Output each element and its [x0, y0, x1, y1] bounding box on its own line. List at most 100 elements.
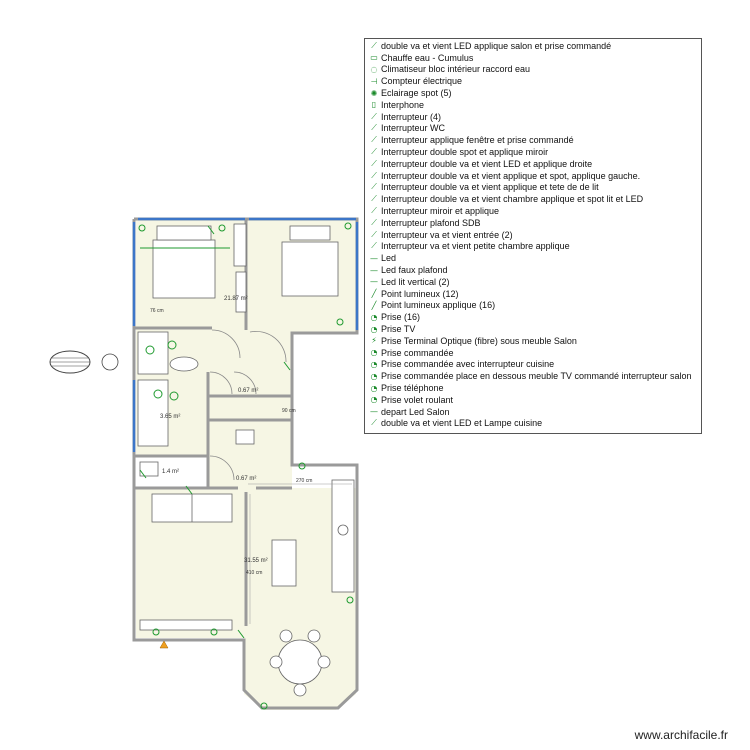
electrical-symbols [138, 222, 354, 710]
door-wc [209, 455, 235, 481]
legend-item: ◔Prise (16) [368, 311, 701, 323]
socket-symbol [336, 318, 344, 326]
boiler-icon: ▭ [370, 53, 378, 63]
bed-2 [281, 241, 339, 297]
switch-icon: ⟋ [371, 229, 377, 239]
watermark: www.archifacile.fr [634, 728, 728, 742]
legend-item: ⟋Interrupteur (4) [368, 111, 701, 123]
legend-item: ◔Prise commandée [368, 347, 701, 359]
legend: ⟋double va et vient LED applique salon e… [364, 38, 702, 434]
legend-item: ▭Chauffe eau - Cumulus [368, 52, 701, 64]
socket-symbol [298, 462, 306, 470]
light-icon: ╱ [371, 289, 377, 299]
switch-icon: ⟋ [371, 170, 377, 180]
furniture [137, 223, 355, 697]
led-icon: — [370, 265, 378, 275]
switch-symbol [237, 629, 245, 639]
legend-item: ⟋double va et vient LED applique salon e… [368, 40, 701, 52]
legend-item-label: Led [381, 253, 397, 264]
legend-item: ◔Prise téléphone [368, 382, 701, 394]
spot-symbol [169, 391, 179, 401]
legend-item: ⟋Interrupteur miroir et applique [368, 205, 701, 217]
legend-item: ⟋Interrupteur double va et vient LED et … [368, 158, 701, 170]
kitchen-counter [331, 479, 355, 593]
socket-icon: ◔ [370, 359, 378, 369]
legend-item-label: Interrupteur (4) [381, 111, 442, 122]
legend-item-label: Interrupteur va et vient petite chambre … [381, 241, 570, 252]
socket-icon: ◔ [370, 383, 378, 393]
legend-item-label: Climatiseur bloc intérieur raccord eau [381, 64, 531, 75]
legend-item-label: Interrupteur applique fenêtre et prise c… [381, 135, 574, 146]
doors [209, 329, 287, 481]
legend-item-label: Interrupteur double va et vient chambre … [381, 194, 644, 205]
legend-item-label: Prise (16) [381, 312, 421, 323]
switch-icon: ⟋ [371, 182, 377, 192]
switch-icon: ⟋ [371, 40, 377, 50]
switch-icon: ⟋ [371, 158, 377, 168]
legend-item: ⟋Interrupteur va et vient petite chambre… [368, 241, 701, 253]
switch-icon: ⟋ [371, 123, 377, 133]
area-label-bedroom1: 21.87 m² [224, 296, 248, 302]
socket-symbol [344, 222, 352, 230]
windows [132, 217, 359, 452]
legend-item-label: Interrupteur plafond SDB [381, 217, 481, 228]
aircon-indoor [101, 353, 119, 371]
legend-item: ◔Prise commandée avec interrupteur cuisi… [368, 359, 701, 371]
legend-item-label: Interrupteur double spot et applique mir… [381, 147, 549, 158]
switch-icon: ⟋ [371, 147, 377, 157]
door-bed2 [249, 331, 287, 363]
bathtub [137, 379, 169, 447]
switch-icon: ⟋ [371, 194, 377, 204]
legend-item-label: Led lit vertical (2) [381, 276, 450, 287]
legend-item-label: Interphone [381, 99, 425, 110]
legend-item-label: Prise Terminal Optique (fibre) sous meub… [381, 335, 577, 346]
legend-item-label: Point lumineux applique (16) [381, 300, 496, 311]
legend-item: —Led faux plafond [368, 264, 701, 276]
aircon-outdoor-unit [49, 350, 119, 374]
legend-item-label: Point lumineux (12) [381, 288, 459, 299]
led-icon: — [370, 253, 378, 263]
legend-item: ⟋ Interrupteur double spot et applique mi… [368, 146, 701, 158]
legend-item-label: Interrupteur double va et vient applique… [381, 170, 641, 181]
socket-icon: ◔ [370, 312, 378, 322]
chair-5 [293, 683, 307, 697]
sink [337, 524, 349, 536]
chair-2 [307, 629, 321, 643]
chair-1 [279, 629, 293, 643]
legend-item: ⟋Interrupteur double va et vient appliqu… [368, 182, 701, 194]
led-icon: — [370, 407, 378, 417]
legend-item: ◔Prise commandée place en dessous meuble… [368, 370, 701, 382]
tv-unit [139, 619, 233, 631]
door-bath [209, 371, 233, 395]
legend-item-label: Interrupteur WC [381, 123, 446, 134]
switch-icon: ⟋ [371, 418, 377, 428]
switch-symbol [283, 361, 291, 371]
dim-label-hall: 90 cm [282, 408, 296, 414]
legend-item: ╱ Point lumineux (12) [368, 288, 701, 300]
legend-item-label: depart Led Salon [381, 406, 450, 417]
legend-item-label: Prise commandée avec interrupteur cuisin… [381, 359, 555, 370]
legend-item-label: Prise TV [381, 324, 416, 335]
legend-item: ⟋ Interrupteur va et vient entrée (2) [368, 229, 701, 241]
legend-item: ⊣Compteur électrique [368, 75, 701, 87]
legend-item-label: Chauffe eau - Cumulus [381, 52, 474, 63]
legend-item-label: Interrupteur miroir et applique [381, 206, 500, 217]
switch-icon: ⟋ [371, 217, 377, 227]
legend-item-label: Eclairage spot (5) [381, 88, 452, 99]
socket-icon: ◔ [370, 371, 378, 381]
plan-labels: 21.87 m² 3.65 m² 1.4 m² 0.67 m² 0.67 m² … [150, 296, 312, 576]
dimensions [248, 483, 352, 624]
legend-item: ⟋ Interrupteur plafond SDB [368, 217, 701, 229]
legend-item: ◌Climatiseur bloc intérieur raccord eau [368, 64, 701, 76]
area-label-living: 31.55 m² [244, 558, 268, 564]
area-label-bath: 3.65 m² [160, 414, 180, 420]
legend-item: ◔Prise TV [368, 323, 701, 335]
wardrobe [233, 223, 247, 267]
legend-item-label: Interrupteur va et vient entrée (2) [381, 229, 513, 240]
washbasin [169, 356, 199, 372]
cabinet [235, 271, 247, 313]
led-icon: — [370, 277, 378, 287]
socket-symbol [218, 224, 226, 232]
dim-label-top: 270 cm [296, 478, 312, 484]
light-icon: ╱ [371, 300, 377, 310]
